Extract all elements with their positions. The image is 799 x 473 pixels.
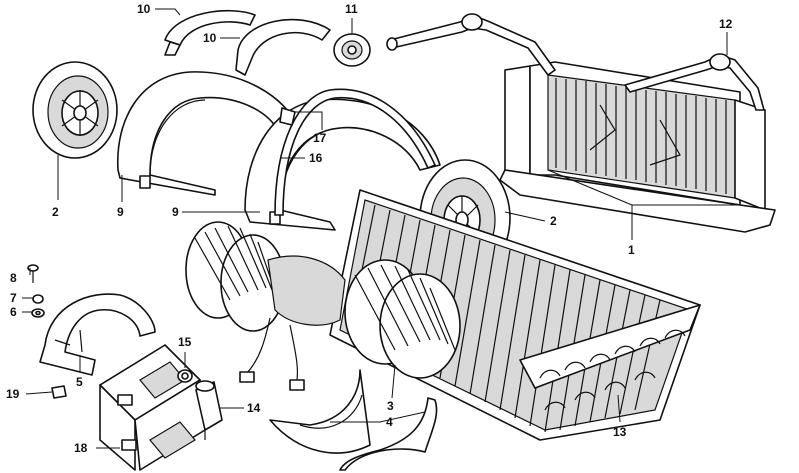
bracket-10-lower	[235, 18, 331, 76]
callout-9a: 9	[117, 205, 124, 219]
lower-shell-4-left	[269, 369, 371, 454]
callout-19: 19	[6, 387, 20, 401]
leader-lines	[22, 8, 740, 449]
callout-1: 1	[628, 243, 635, 257]
callout-4: 4	[386, 415, 393, 429]
motor-bracket-5	[39, 293, 156, 376]
callout-16: 16	[309, 151, 323, 165]
callout-3: 3	[387, 399, 394, 413]
callout-15: 15	[178, 335, 192, 349]
heater-pipes	[386, 13, 765, 111]
callout-17: 17	[313, 131, 327, 145]
callouts: 10 10 11 12 2 9 17 16 9 2 1 8 7 6 15 19 …	[6, 2, 733, 455]
callout-8: 8	[10, 271, 17, 285]
callout-18: 18	[74, 441, 88, 455]
callout-7: 7	[10, 291, 17, 305]
clip-band-16-17	[274, 88, 436, 216]
lower-shell-4-right	[339, 397, 438, 471]
resistor-housing-18	[99, 344, 206, 471]
blower-motor-3	[185, 221, 461, 391]
callout-10b: 10	[203, 31, 217, 45]
grommet-11	[333, 33, 371, 67]
callout-10a: 10	[137, 2, 151, 16]
callout-9b: 9	[172, 205, 179, 219]
callout-11: 11	[345, 2, 358, 16]
callout-13: 13	[613, 425, 627, 439]
callout-2a: 2	[52, 205, 59, 219]
inlet-cover-left	[32, 61, 118, 159]
callout-14: 14	[247, 401, 261, 415]
relay-14	[195, 380, 223, 440]
bracket-10-upper	[164, 9, 256, 56]
callout-6: 6	[10, 305, 17, 319]
nut-7	[32, 294, 44, 304]
washer-6	[31, 308, 45, 318]
callout-2b: 2	[550, 214, 557, 228]
clip-19	[51, 385, 67, 399]
o-ring-15	[177, 369, 193, 383]
heater-core	[499, 61, 776, 233]
callout-12: 12	[719, 17, 733, 31]
callout-5: 5	[76, 375, 83, 389]
